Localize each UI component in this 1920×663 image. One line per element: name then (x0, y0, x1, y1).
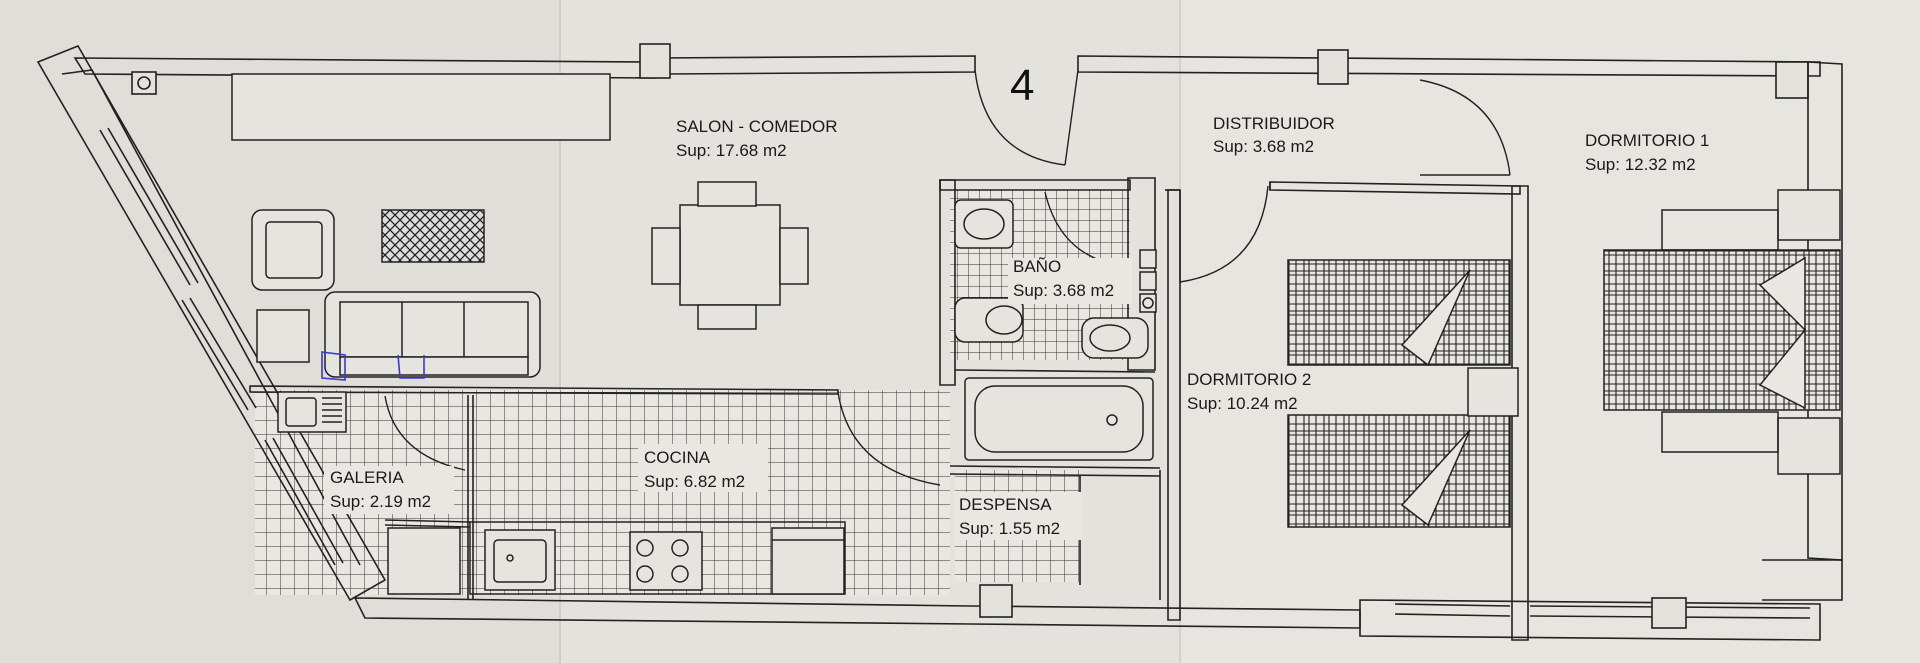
shaft-icon (131, 71, 157, 95)
pen-marks (321, 351, 425, 381)
room-area-cocina: Sup: 6.82 m2 (644, 472, 745, 491)
room-name-dormitorio-2: DORMITORIO 2 (1187, 370, 1311, 389)
room-name-dormitorio-1: DORMITORIO 1 (1585, 131, 1709, 150)
room-name-bano: BAÑO (1013, 257, 1061, 276)
furniture (231, 73, 1841, 595)
fridge (771, 527, 845, 595)
dining-table (679, 204, 781, 306)
rug (381, 209, 485, 263)
room-area-bano: Sup: 3.68 m2 (1013, 281, 1114, 300)
unit-number: 4 (1010, 61, 1034, 110)
room-name-despensa: DESPENSA (959, 495, 1052, 514)
bed (1287, 414, 1511, 528)
room-name-salon: SALON - COMEDOR (676, 117, 838, 136)
walls (36, 43, 1843, 641)
room-area-galeria: Sup: 2.19 m2 (330, 492, 431, 511)
room-area-dormitorio-2: Sup: 10.24 m2 (1187, 394, 1298, 413)
room-area-distribuidor: Sup: 3.68 m2 (1213, 137, 1314, 156)
room-name-distribuidor: DISTRIBUIDOR (1213, 114, 1335, 133)
room-area-dormitorio-1: Sup: 12.32 m2 (1585, 155, 1696, 174)
room-name-cocina: COCINA (644, 448, 711, 467)
room-name-galeria: GALERIA (330, 468, 404, 487)
bed (1287, 259, 1511, 366)
room-area-salon: Sup: 17.68 m2 (676, 141, 787, 160)
room-area-despensa: Sup: 1.55 m2 (959, 519, 1060, 538)
